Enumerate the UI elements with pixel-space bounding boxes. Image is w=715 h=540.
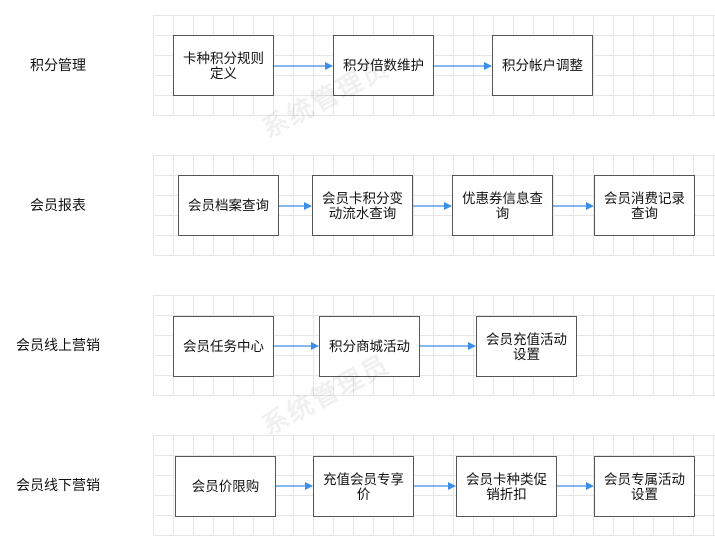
- node-label: 积分倍数维护: [343, 58, 424, 73]
- row-label-online-marketing: 会员线上营销: [16, 337, 100, 353]
- node-coupon-info-query[interactable]: 优惠券信息查询: [452, 175, 553, 236]
- node-label: 会员消费记录查询: [604, 190, 685, 221]
- node-label: 会员卡种类促销折扣: [466, 471, 547, 502]
- node-member-profile-query[interactable]: 会员档案查询: [178, 175, 279, 236]
- node-label: 会员卡积分变动流水查询: [322, 190, 403, 221]
- node-label: 会员充值活动设置: [486, 331, 567, 362]
- node-recharge-member-price[interactable]: 充值会员专享价: [313, 456, 414, 517]
- row-label-offline-marketing: 会员线下营销: [16, 477, 100, 493]
- node-points-multiplier[interactable]: 积分倍数维护: [333, 35, 434, 96]
- node-member-exclusive-activity[interactable]: 会员专属活动设置: [594, 456, 695, 517]
- node-member-recharge-activity[interactable]: 会员充值活动设置: [476, 316, 577, 377]
- node-member-price-limit[interactable]: 会员价限购: [175, 456, 276, 517]
- node-member-consumption-query[interactable]: 会员消费记录查询: [594, 175, 695, 236]
- node-label: 卡种积分规则定义: [183, 50, 264, 81]
- node-label: 会员档案查询: [188, 198, 269, 213]
- node-card-type-promo-discount[interactable]: 会员卡种类促销折扣: [456, 456, 557, 517]
- node-member-task-center[interactable]: 会员任务中心: [173, 316, 274, 377]
- node-label: 会员任务中心: [183, 339, 264, 354]
- row-label-points: 积分管理: [30, 57, 86, 73]
- node-points-account-adjust[interactable]: 积分帐户调整: [492, 35, 593, 96]
- node-label: 优惠券信息查询: [462, 190, 543, 221]
- node-card-points-flow-query[interactable]: 会员卡积分变动流水查询: [312, 175, 413, 236]
- node-label: 积分帐户调整: [502, 58, 583, 73]
- node-points-mall-activity[interactable]: 积分商城活动: [319, 316, 420, 377]
- node-label: 会员价限购: [191, 479, 260, 494]
- row-label-reports: 会员报表: [30, 197, 86, 213]
- node-label: 充值会员专享价: [323, 471, 404, 502]
- node-label: 会员专属活动设置: [604, 471, 685, 502]
- node-card-points-rule[interactable]: 卡种积分规则定义: [173, 35, 274, 96]
- node-label: 积分商城活动: [329, 339, 410, 354]
